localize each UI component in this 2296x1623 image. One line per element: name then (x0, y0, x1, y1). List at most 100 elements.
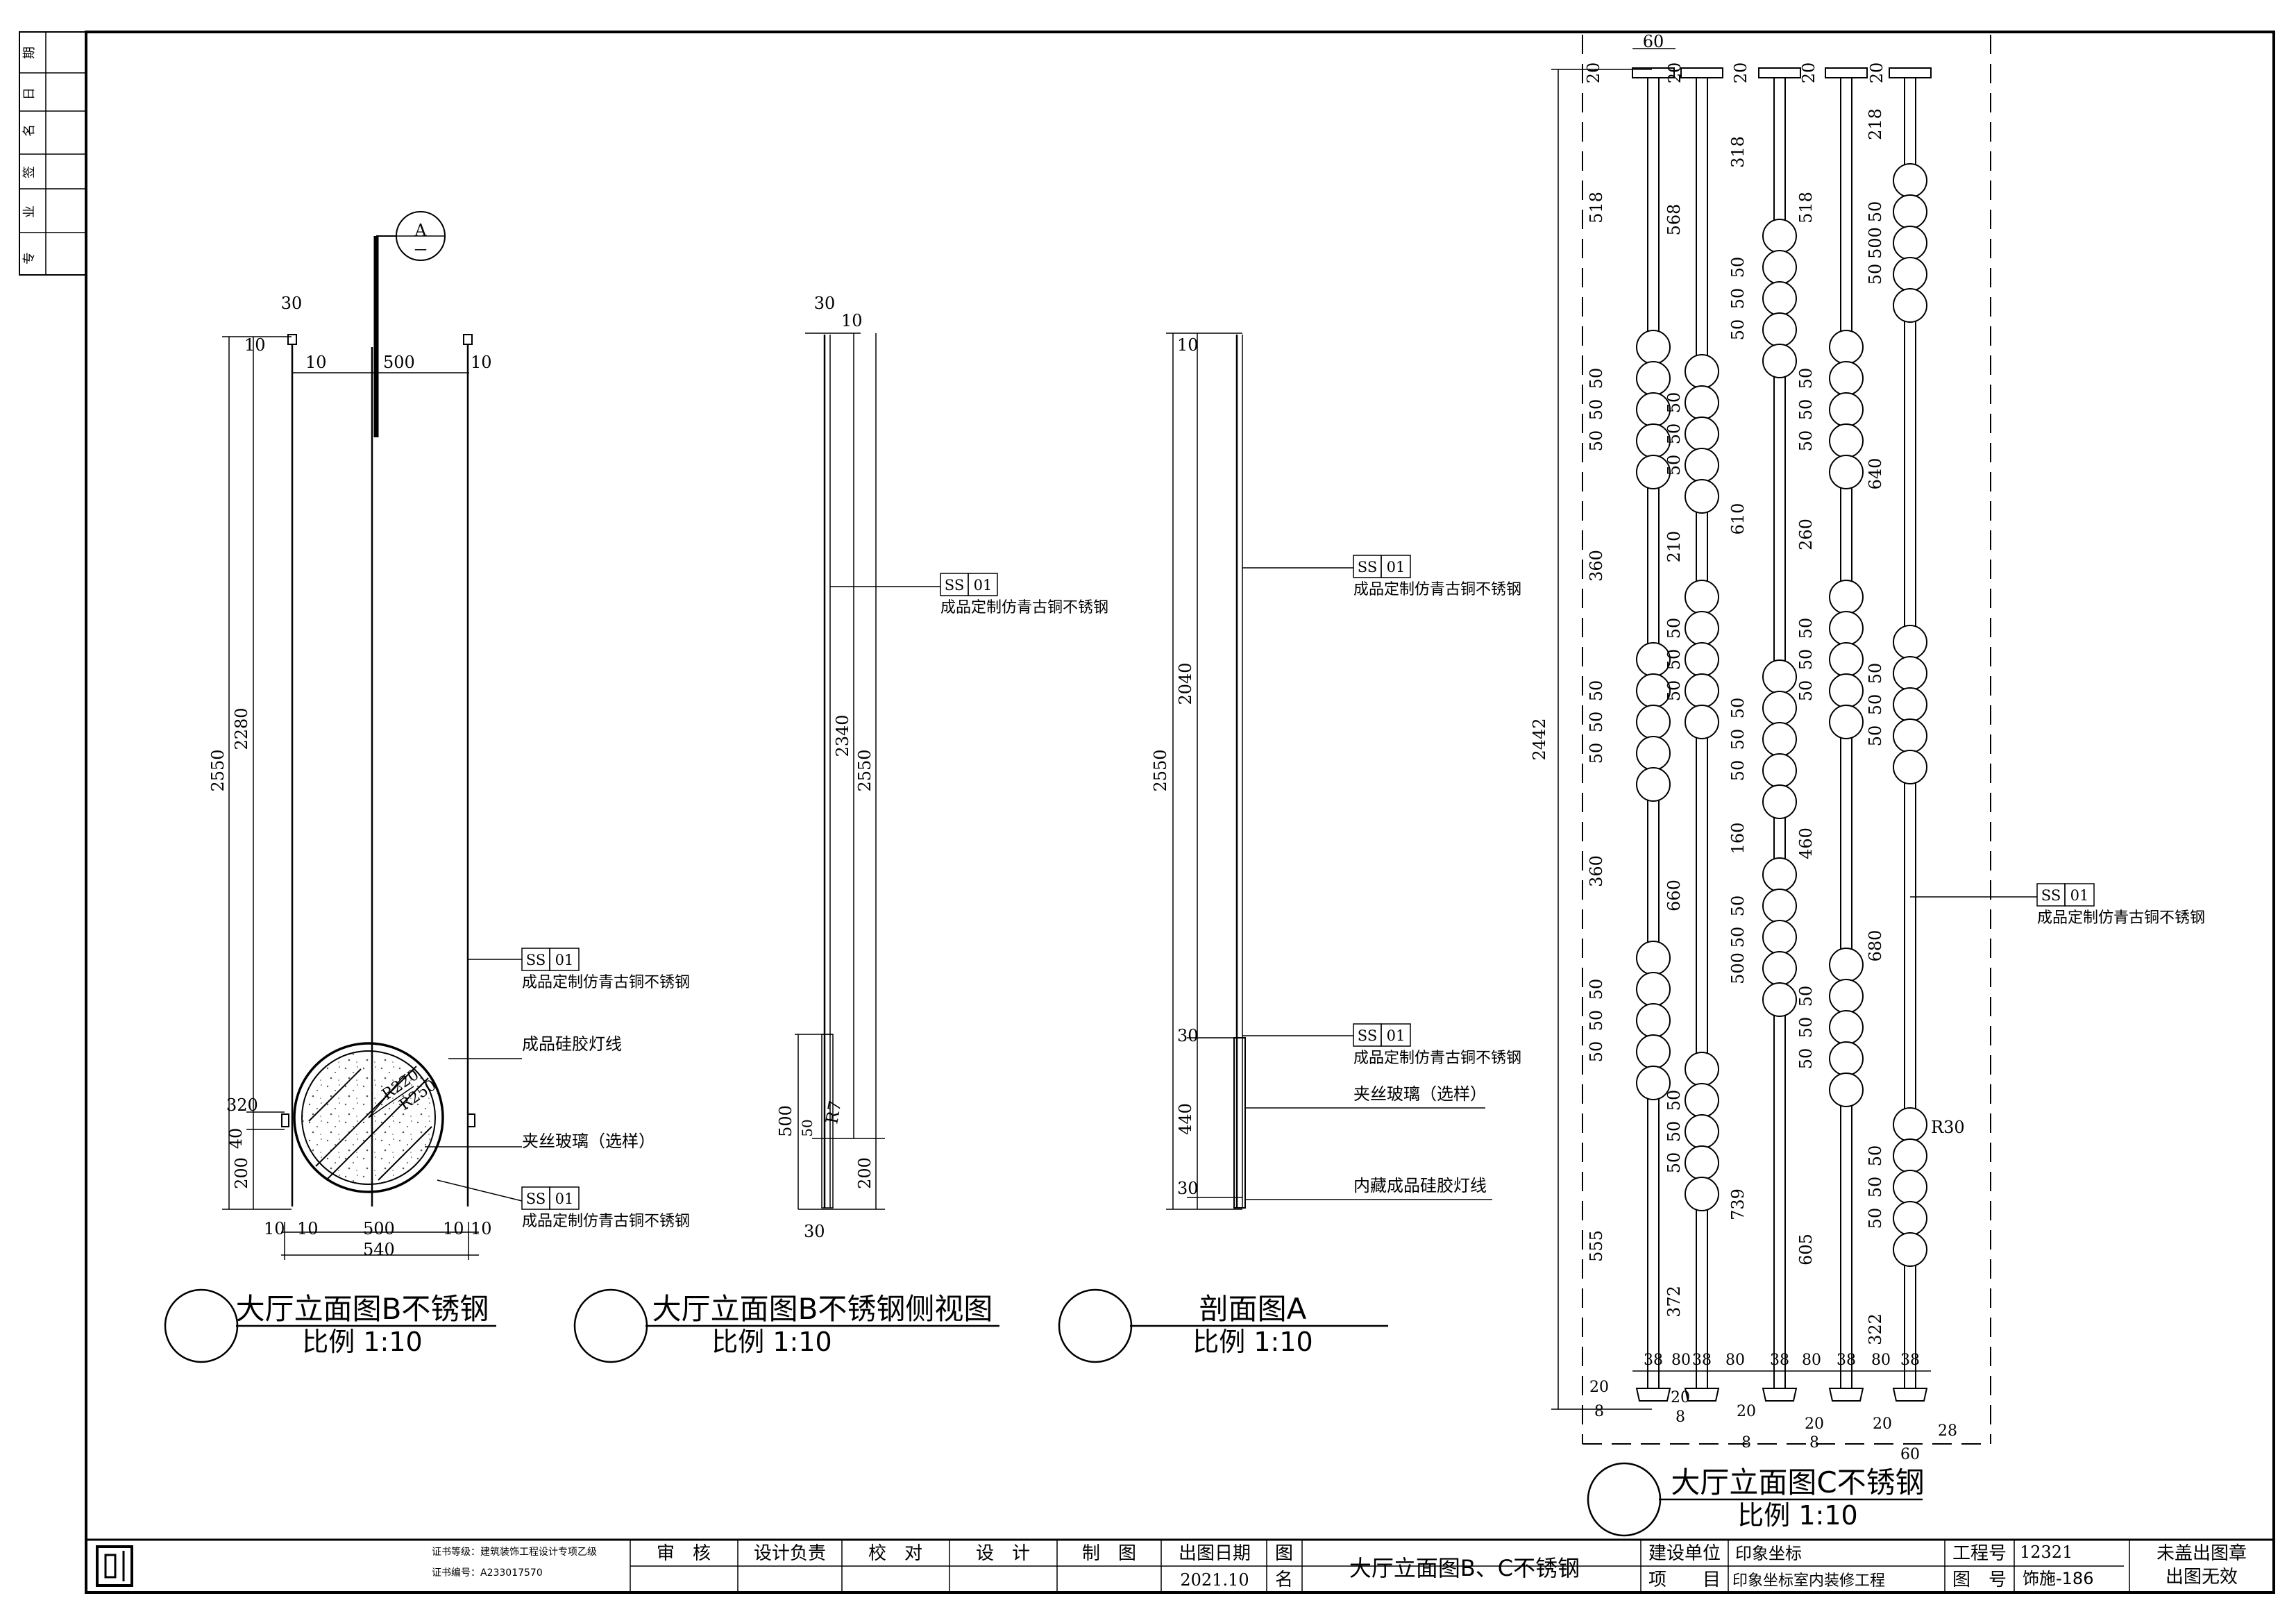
ball (1685, 642, 1719, 677)
ball (1762, 722, 1797, 757)
rod-dimension: 640 (1866, 458, 1885, 490)
svg-text:540: 540 (363, 1240, 395, 1259)
svg-text:SS: SS (1358, 1027, 1377, 1044)
rod-dimension: 50 (1587, 399, 1606, 421)
svg-text:比例 1:10: 比例 1:10 (1737, 1500, 1857, 1531)
rod-dimension: 50 (1664, 1090, 1684, 1111)
svg-text:2442: 2442 (1530, 718, 1549, 760)
title-block-text: 证书等级：建筑装饰工程设计专项乙级 证书编号：A233017570 审 核 设计… (432, 1542, 2247, 1590)
bottom-width-dimension: 38 (1644, 1352, 1663, 1369)
rod-dimension: 50 (1866, 201, 1885, 223)
svg-text:10: 10 (443, 1219, 464, 1238)
rod-dimension: 50 (1728, 729, 1748, 750)
svg-text:SS: SS (526, 1191, 546, 1207)
svg-text:10: 10 (264, 1219, 285, 1238)
view-side-title: 大厅立面图B不锈钢侧视图 比例 1:10 (573, 1288, 999, 1363)
view-section-text: 10 2040 2550 30 440 30 夹丝玻璃（选样） 内藏成品硅胶灯线 (1151, 335, 1487, 1198)
rod-dimension: 555 (1587, 1230, 1606, 1262)
rod-dimension: 50 (1866, 725, 1885, 747)
rod-dimension: 518 (1796, 192, 1816, 224)
svg-text:01: 01 (974, 577, 993, 594)
svg-text:SS: SS (945, 577, 964, 594)
svg-text:30: 30 (814, 294, 836, 313)
svg-text:2040: 2040 (1176, 662, 1195, 705)
ball (1636, 941, 1671, 975)
svg-text:日: 日 (22, 87, 37, 100)
material-tag: SS 01 成品定制仿青古铜不锈钢 (940, 573, 1108, 616)
bottom-small-dimension: 8 (1594, 1403, 1604, 1420)
svg-text:饰施-186: 饰施-186 (2023, 1569, 2093, 1588)
ball (1893, 1107, 1927, 1142)
rod-dimension: 318 (1728, 136, 1748, 168)
rod-dimension: 605 (1796, 1234, 1816, 1265)
svg-text:签: 签 (22, 166, 37, 178)
rod-dimension: 500 (1728, 952, 1748, 984)
ball (1829, 580, 1864, 614)
rod-dimension: 50 (1866, 1177, 1885, 1198)
bottom-width-dimension: 38 (1770, 1352, 1789, 1369)
svg-text:200: 200 (232, 1157, 251, 1189)
view-c-text: 60 20 20 20 20 20 2442 R30 (1530, 32, 1965, 1137)
rod-dimension: 50 (1587, 430, 1606, 452)
svg-text:A: A (414, 221, 427, 240)
svg-text:200: 200 (855, 1157, 875, 1189)
view-side-elevation (795, 333, 940, 1210)
svg-text:期: 期 (22, 47, 37, 59)
svg-text:项 目: 项 目 (1648, 1570, 1721, 1590)
ball (1893, 257, 1927, 292)
ball (1685, 479, 1719, 514)
rod-dimension: 50 (1796, 680, 1816, 702)
ball (1829, 455, 1864, 489)
svg-text:图: 图 (1275, 1543, 1293, 1564)
rod-dimension: 518 (1587, 192, 1606, 224)
sheet-frame (19, 31, 2275, 1594)
svg-text:设 计: 设 计 (976, 1543, 1030, 1564)
material-tag: SS 01 成品定制仿青古铜不锈钢 (2036, 883, 2205, 927)
material-tag: SS 01 成品定制仿青古铜不锈钢 (1353, 555, 1521, 598)
rod-dimension: 210 (1664, 531, 1684, 563)
svg-text:10: 10 (471, 353, 492, 372)
svg-text:成品硅胶灯线: 成品硅胶灯线 (522, 1034, 622, 1054)
svg-text:未盖出图章: 未盖出图章 (2156, 1543, 2247, 1564)
bottom-small-dimension: 20 (1737, 1403, 1756, 1420)
rod-dimension: 50 (1866, 694, 1885, 716)
ball (1829, 611, 1864, 646)
ball (1762, 250, 1797, 285)
ball (1893, 194, 1927, 229)
rod-dimension: 50 (1664, 423, 1684, 445)
svg-text:20: 20 (1799, 62, 1818, 84)
svg-text:01: 01 (555, 952, 574, 968)
ball (1762, 889, 1797, 923)
view-b-elevation (222, 211, 523, 1260)
svg-text:成品定制仿青古铜不锈钢: 成品定制仿青古铜不锈钢 (1353, 1050, 1521, 1067)
svg-text:名: 名 (1275, 1570, 1293, 1590)
ball (1893, 718, 1927, 753)
rod-dimension: 360 (1587, 855, 1606, 887)
view-side-text: 30 10 2340 2550 500 50 R7 200 30 (776, 294, 875, 1241)
ball (1685, 1177, 1719, 1211)
svg-text:01: 01 (555, 1191, 574, 1207)
svg-text:一: 一 (414, 244, 427, 258)
bottom-small-dimension: 28 (1938, 1422, 1957, 1440)
ball (1636, 1003, 1671, 1038)
ball (1685, 1083, 1719, 1118)
svg-text:设计负责: 设计负责 (754, 1543, 826, 1564)
svg-text:60: 60 (1643, 32, 1664, 51)
svg-text:01: 01 (1387, 1027, 1406, 1044)
ball (1893, 226, 1927, 260)
ball (1636, 767, 1671, 802)
svg-text:10: 10 (841, 311, 863, 330)
ball (1829, 1010, 1864, 1045)
rod-dimension: 322 (1866, 1313, 1885, 1345)
svg-text:SS: SS (526, 952, 546, 968)
svg-text:R7: R7 (822, 1099, 845, 1125)
view-c-rods (1632, 67, 1932, 1402)
ball (1762, 951, 1797, 986)
rod-dimension: 50 (1664, 1152, 1684, 1174)
ball (1685, 611, 1719, 646)
bottom-small-dimension: 8 (1741, 1434, 1751, 1452)
ball (1636, 736, 1671, 771)
material-tag: SS 01 成品定制仿青古铜不锈钢 (521, 1186, 690, 1230)
svg-text:R30: R30 (1931, 1118, 1965, 1137)
